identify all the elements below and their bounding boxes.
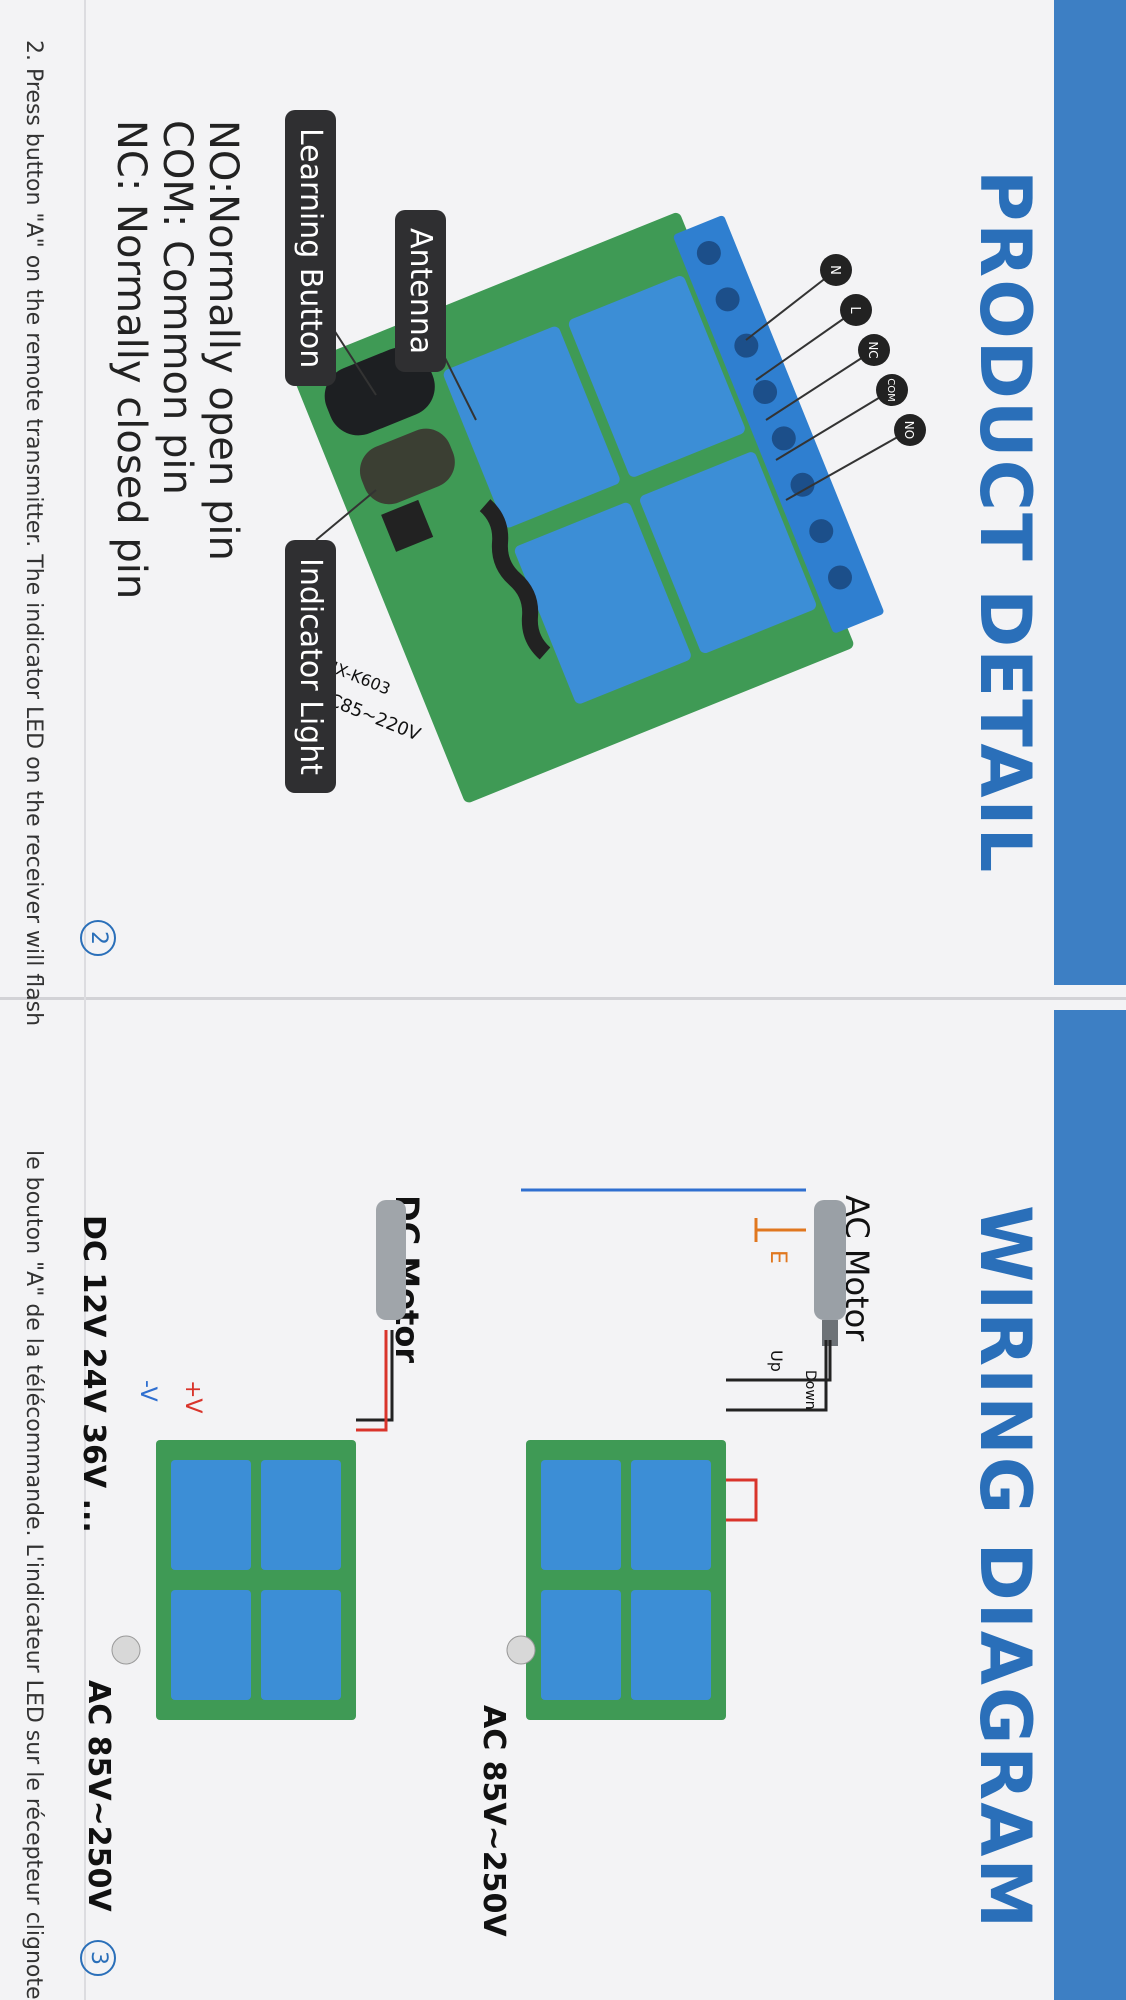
footer-text-left: 2. Press button "A" on the remote transm… — [21, 40, 46, 1027]
motor-body — [814, 1200, 846, 1320]
footer-text-right: le bouton "A" de la télécommande. L'indi… — [21, 1150, 46, 2000]
page-number-right: 3 — [80, 1940, 116, 1976]
terminal-label-n: N — [827, 265, 842, 275]
right-header-band — [1054, 1010, 1126, 2000]
plus-v-label: +V — [180, 1380, 205, 1413]
dc-motor-wiring: +V -V — [111, 1200, 406, 1720]
learning-button-label: Learning Button — [285, 110, 336, 387]
legend-nc: NC: Normally closed pin — [108, 120, 154, 600]
wiring-diagram-title: WIRING DIAGRAM — [964, 1205, 1046, 1931]
capacitor-2 — [359, 428, 455, 505]
terminal-label-nc: NC — [866, 341, 880, 358]
indicator-light-label: Indicator Light — [285, 540, 336, 793]
up-label: Up — [767, 1350, 786, 1372]
minus-v-label: -V — [135, 1380, 160, 1402]
relay-2 — [640, 452, 817, 654]
terminal-callouts: N L NC COM NO — [745, 254, 926, 501]
antenna-label: Antenna — [395, 210, 446, 373]
earth-label: E — [765, 1250, 790, 1264]
page-number-left: 2 — [80, 920, 116, 956]
antenna-coil — [479, 499, 551, 660]
relay-4 — [514, 502, 691, 704]
legend-no: NO:Normally open pin — [200, 120, 246, 561]
terminal-label-com: COM — [885, 378, 896, 401]
ac-motor-wiring: E Up Down — [506, 1188, 846, 1720]
dc-motor-body — [376, 1200, 406, 1320]
legend-com: COM: Common pin — [154, 120, 200, 495]
terminal-label-no: NO — [902, 421, 916, 439]
terminal-label-l: L — [847, 306, 862, 314]
terminal-screws — [696, 240, 852, 590]
down-label: Down — [802, 1370, 818, 1410]
relay-3 — [443, 326, 620, 528]
relay-1 — [568, 276, 745, 477]
learning-button-part — [381, 499, 434, 552]
pin-legend: NO:Normally open pin COM: Common pin NC:… — [108, 120, 246, 599]
